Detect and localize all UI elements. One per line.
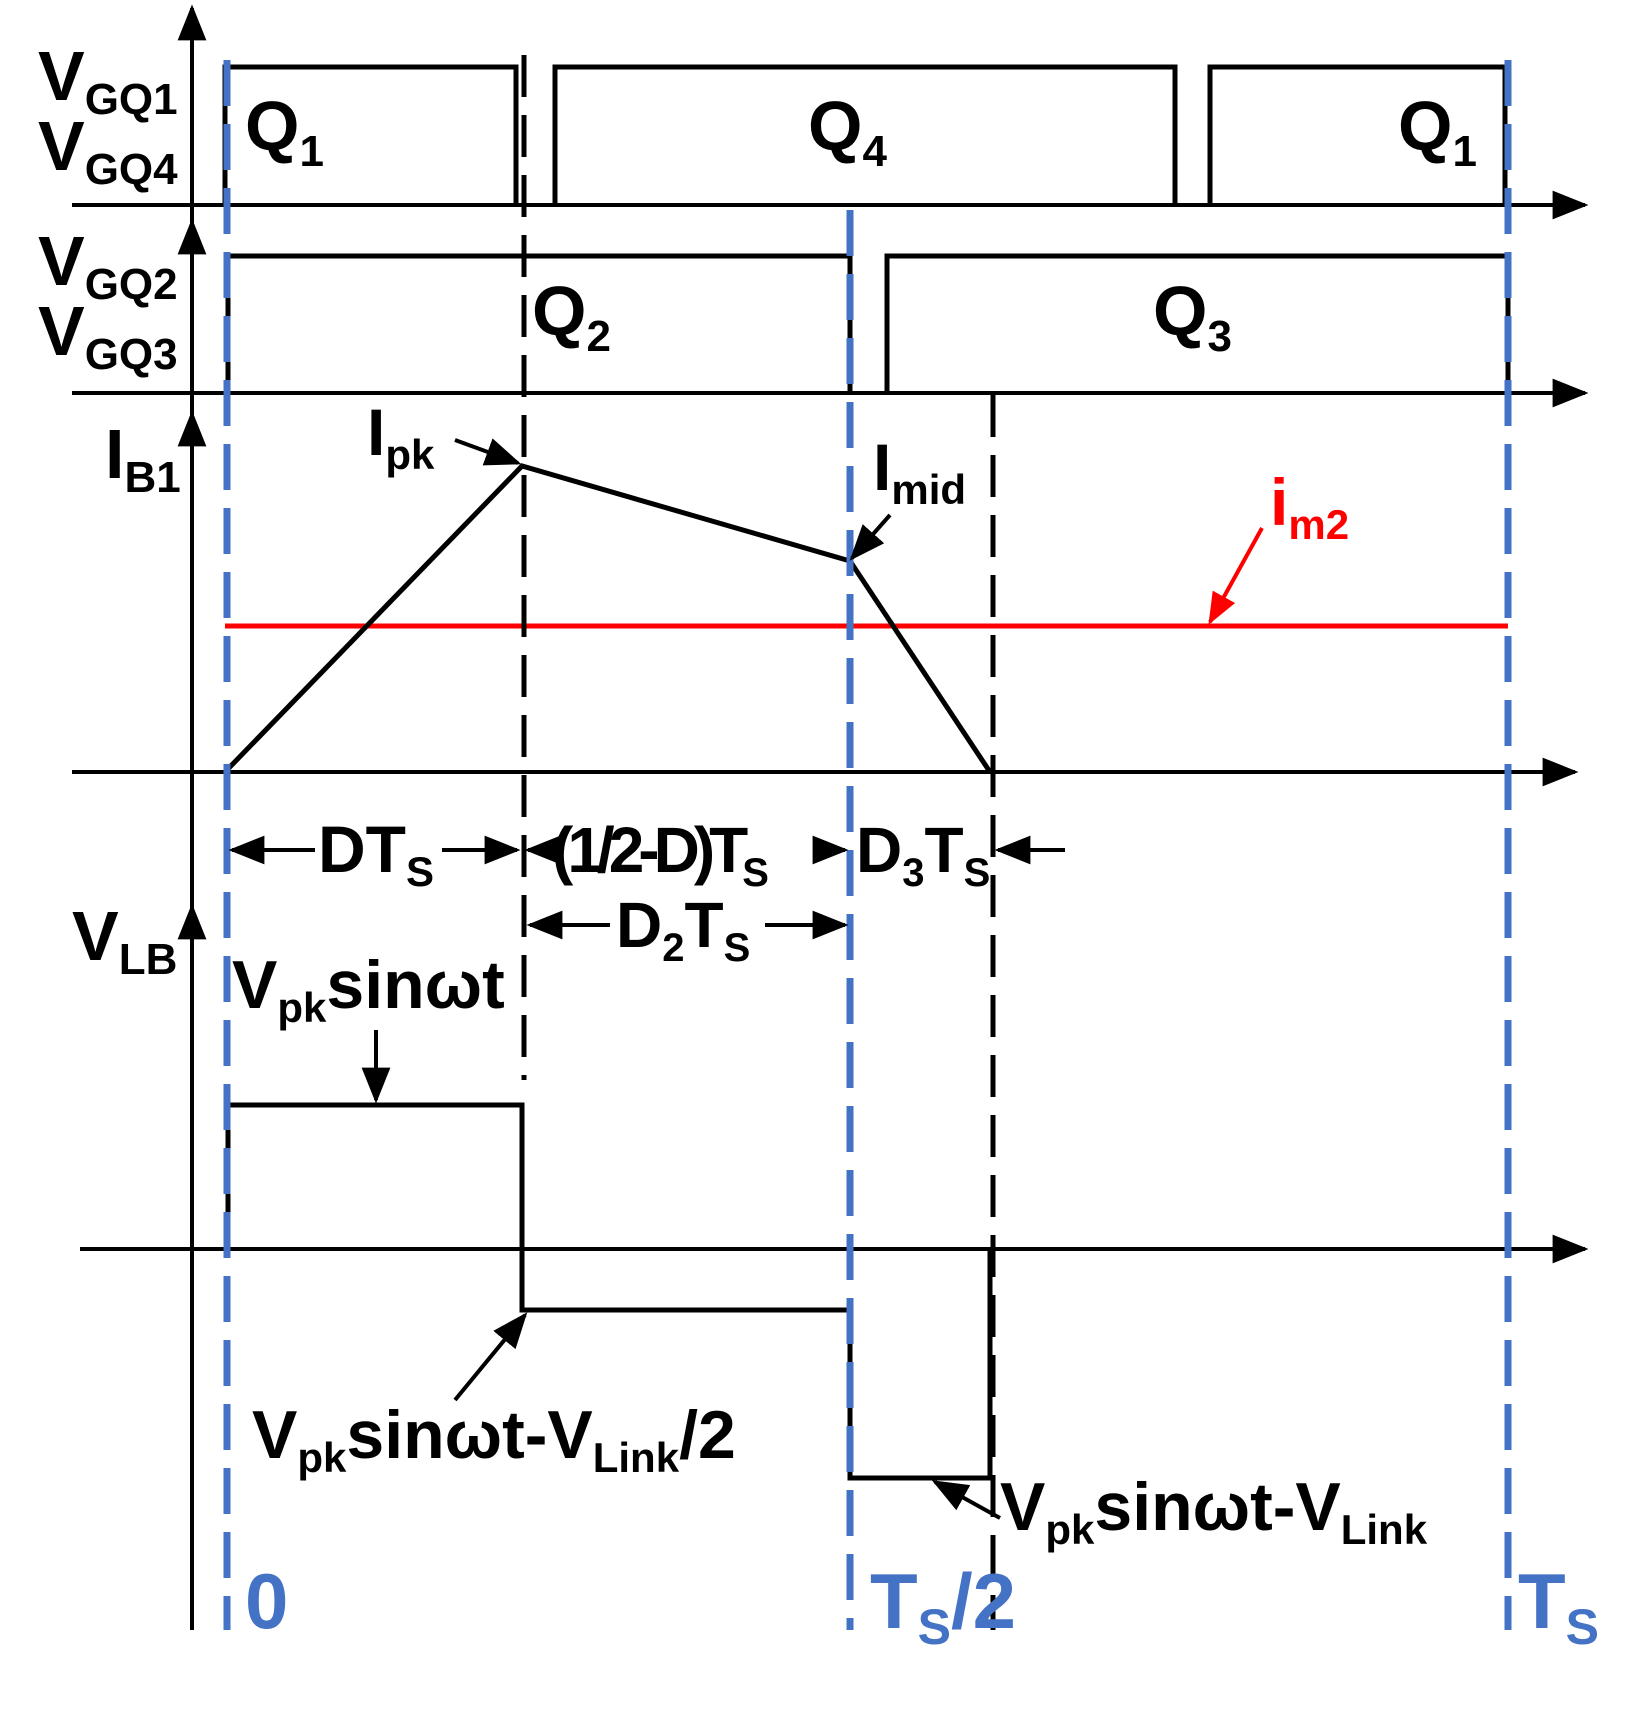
label-imid: Imid xyxy=(873,430,966,513)
label-half-d-ts: (1/2-D)TS xyxy=(552,814,768,895)
label-time-0: 0 xyxy=(245,1557,288,1645)
arrow-vlink2 xyxy=(453,1312,528,1402)
arrow-imid xyxy=(849,513,892,561)
label-dts: DTS xyxy=(318,812,434,895)
label-time-ts: TS xyxy=(1518,1557,1599,1655)
label-q3: Q3 xyxy=(1153,272,1232,361)
waveform-vgq4 xyxy=(552,64,1178,205)
arrow-ipk xyxy=(454,438,522,466)
label-q4: Q4 xyxy=(808,87,887,176)
arrow-vlink xyxy=(931,1480,1001,1520)
label-vpk-sin: Vpksinωt xyxy=(232,947,505,1031)
arrow-im2 xyxy=(1208,527,1264,625)
label-q1-second: Q1 xyxy=(1398,87,1477,176)
waveform-ib1 xyxy=(223,463,993,774)
waveform-vlb xyxy=(225,1102,993,1481)
label-ib1: IB1 xyxy=(105,415,181,502)
label-q2: Q2 xyxy=(532,272,611,361)
label-vgq2: VGQ2 xyxy=(38,222,178,309)
label-d2ts: D2TS xyxy=(616,889,750,970)
label-q1-first: Q1 xyxy=(245,87,324,176)
label-vlink: Vpksinωt-VLink xyxy=(1000,1469,1428,1553)
label-vlink-half: Vpksinωt-VLink/2 xyxy=(252,1397,736,1481)
label-vgq4: VGQ4 xyxy=(38,107,178,194)
label-vlb: VLB xyxy=(72,897,177,984)
label-im2: im2 xyxy=(1270,465,1349,548)
label-time-ts-half: TS/2 xyxy=(870,1557,1016,1655)
label-ipk: Ipk xyxy=(367,395,435,478)
label-vgq3: VGQ3 xyxy=(38,292,178,379)
label-d3ts: D3TS xyxy=(856,814,990,895)
label-vgq1: VGQ1 xyxy=(38,37,178,124)
